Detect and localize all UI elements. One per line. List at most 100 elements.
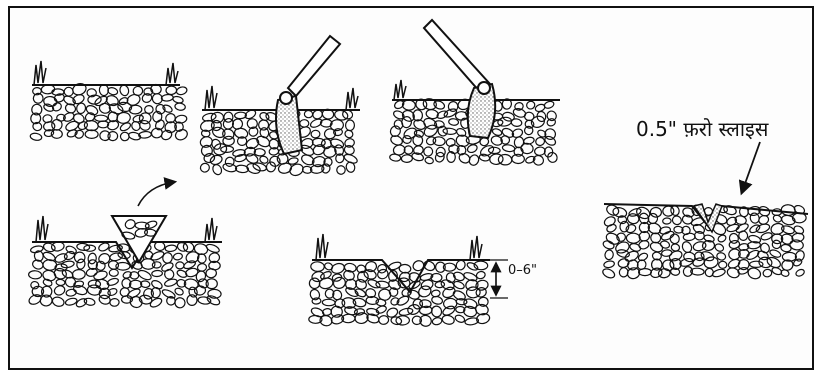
soil-clod: [604, 249, 613, 260]
soil-clod: [792, 258, 803, 268]
soil-clod: [76, 243, 89, 251]
soil-clod: [176, 86, 188, 96]
soil-clod: [772, 214, 782, 223]
soil-clod: [617, 215, 627, 224]
grass-tuft-icon: [166, 63, 178, 85]
soil-clod: [161, 94, 173, 102]
soil-clod: [173, 253, 183, 261]
soil-clod: [476, 271, 486, 280]
soil-clod: [345, 120, 354, 131]
soil-clod: [53, 284, 66, 296]
soil-clod: [396, 294, 411, 307]
soil-clod: [762, 269, 772, 278]
pointer-arrow: [742, 142, 760, 192]
soil-clod: [411, 259, 425, 272]
soil-clod: [535, 137, 546, 147]
soil-clod: [603, 260, 615, 268]
soil-texture: [27, 241, 221, 310]
furrow-slice-label: 0.5" फ़रो स्लाइस: [636, 117, 769, 141]
soil-clod: [663, 218, 672, 225]
soil-clod: [440, 278, 456, 291]
soil-clod: [488, 147, 500, 154]
soil-clod: [205, 243, 220, 254]
soil-clod: [203, 152, 216, 163]
soil-clod: [206, 294, 221, 307]
grass-tuft-icon: [34, 61, 46, 85]
soil-clod: [402, 100, 415, 111]
soil-clod: [468, 153, 481, 167]
soil-clod: [735, 222, 750, 234]
panel-open-furrow: 0–6": [309, 234, 537, 328]
soil-clod: [478, 297, 489, 307]
soil-clod: [466, 261, 479, 271]
soil-clod: [344, 129, 354, 139]
soil-clod: [309, 288, 321, 301]
panel-furrow-slice: 0.5" फ़रो स्लाइस: [601, 117, 808, 281]
lift-arrow: [138, 182, 174, 206]
soil-clod: [432, 317, 443, 326]
soil-clod: [119, 84, 130, 97]
grass-tuft-icon: [205, 86, 217, 110]
soil-clod: [601, 267, 616, 280]
depth-label: 0–6": [508, 263, 537, 278]
panel-wedge-removed: [27, 182, 222, 309]
soil-clod: [321, 163, 331, 174]
soil-clod: [166, 86, 177, 95]
soil-clod: [512, 154, 525, 164]
soil-clod: [401, 155, 412, 163]
soil-clod: [312, 298, 321, 305]
soil-clod: [40, 294, 53, 307]
soil-clod: [311, 261, 325, 271]
soil-clod: [206, 279, 217, 289]
soil-clod: [497, 116, 512, 126]
soil-clod: [543, 100, 554, 109]
soil-clod: [304, 110, 313, 118]
soil-clod: [418, 314, 433, 328]
soil-clod: [108, 131, 118, 141]
soil-clod: [683, 266, 694, 277]
soil-clod: [65, 297, 78, 306]
soil-clod: [64, 87, 73, 96]
grass-tuft-icon: [205, 218, 217, 242]
soil-clod: [234, 153, 247, 162]
soil-clod: [30, 132, 43, 141]
soil-clod: [661, 249, 672, 256]
soil-texture: [309, 259, 491, 328]
soil-clod: [671, 243, 680, 251]
soil-clod: [424, 156, 434, 164]
soil-clod: [311, 130, 320, 138]
soil-clod: [164, 278, 178, 288]
panel-undisturbed-soil: [30, 61, 189, 142]
soil-clod: [431, 305, 443, 318]
soil-clod: [30, 281, 39, 290]
soil-clod: [399, 307, 414, 316]
soil-clod: [232, 149, 246, 158]
soil-clod: [343, 153, 359, 165]
soil-clod: [174, 287, 184, 296]
soil-clod: [84, 297, 96, 306]
soil-clod: [98, 242, 111, 253]
soil-clod: [335, 153, 345, 164]
soil-clod: [433, 136, 446, 146]
soil-clod: [514, 136, 525, 148]
soil-clod: [606, 223, 618, 234]
soil-clod: [534, 146, 546, 155]
soil-clod: [110, 298, 120, 306]
soil-texture: [30, 82, 189, 142]
soil-clod: [172, 95, 184, 103]
soil-clod: [199, 162, 211, 174]
soil-clod: [431, 295, 443, 305]
soil-clod: [728, 248, 742, 261]
soil-clod: [639, 268, 652, 275]
soil-clod: [107, 287, 118, 296]
soil-clod: [74, 129, 85, 139]
soil-clod: [546, 151, 559, 164]
soil-clod: [479, 144, 496, 158]
soil-clod: [152, 270, 163, 277]
grass-tuft-icon: [394, 80, 406, 100]
soil-clod: [660, 230, 675, 242]
soil-clod: [378, 315, 389, 324]
soil-clod: [109, 252, 123, 261]
soil-clod: [199, 135, 214, 148]
